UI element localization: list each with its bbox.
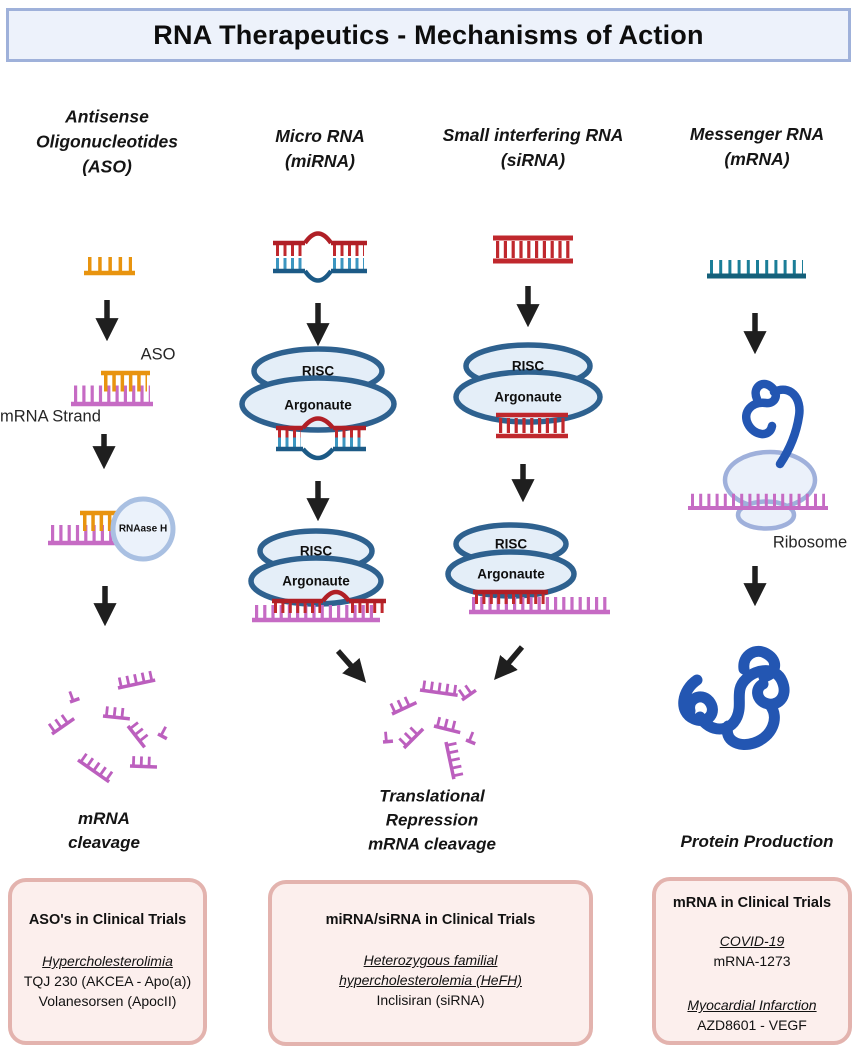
page-title: RNA Therapeutics - Mechanisms of Action: [153, 19, 704, 50]
argonaute-oval: [239, 375, 397, 433]
sirna-risc-complex-loaded: [453, 342, 603, 439]
column-header-sirna: Small interfering RNA (siRNA): [442, 125, 624, 170]
aso-label: ASO: [140, 345, 176, 364]
ribosome-complex: [688, 379, 828, 531]
argonaute-label: Argonaute: [282, 573, 350, 589]
disease-name: Hypercholesterolimia: [42, 953, 173, 969]
risc-label: RISC: [299, 543, 333, 559]
box-section: Hypercholesterolimia TQJ 230 (AKCEA - Ap…: [12, 951, 203, 1011]
drug-name: mRNA-1273: [713, 953, 791, 969]
argonaute-oval: [453, 369, 603, 425]
ribosome-label: Ribosome: [772, 533, 848, 552]
rnaase-h-label: RNAase H: [118, 523, 168, 535]
mrna-clinical-box: mRNA in Clinical Trials COVID-19 mRNA-12…: [652, 877, 852, 1045]
mrna-fragments-center: [382, 680, 478, 780]
argonaute-oval: [445, 549, 577, 599]
box-title: mRNA in Clinical Trials: [672, 895, 832, 911]
argonaute-label: Argonaute: [477, 566, 545, 582]
mirna-risc-complex-loaded: [239, 346, 397, 461]
aso-mrna-duplex: [71, 370, 153, 407]
disease-name: Heterozygous familial hypercholesterolem…: [339, 952, 522, 988]
sirna-duplex: [493, 235, 573, 264]
mrna-fragments-aso: [47, 670, 170, 784]
box-title: ASO's in Clinical Trials: [28, 912, 187, 928]
column-header-mirna: Micro RNA (miRNA): [275, 126, 365, 171]
argonaute-label: Argonaute: [494, 389, 562, 405]
mirna-risc-complex-target: [248, 528, 386, 623]
risc-label: RISC: [511, 358, 545, 374]
protein-squiggle: [678, 645, 790, 750]
disease-name: Myocardial Infarction: [687, 997, 817, 1013]
arrow-diagonal-icon: [335, 649, 367, 683]
title-bar: RNA Therapeutics - Mechanisms of Action: [6, 8, 851, 62]
aso-clinical-box: ASO's in Clinical Trials Hypercholestero…: [8, 878, 207, 1045]
rnaase-h-enzyme: [110, 496, 176, 562]
box-section: Heterozygous familial hypercholesterolem…: [272, 950, 589, 1010]
column-header-aso: Antisense Oligonucleotides (ASO): [36, 106, 178, 177]
drug-name: TQJ 230 (AKCEA - Apo(a)): [23, 973, 192, 989]
sirna-risc-complex-target: [445, 522, 610, 615]
caption-mrna-cleavage: mRNA cleavage: [68, 809, 140, 852]
arrow-diagonal-icon: [494, 645, 525, 681]
column-header-mrna: Messenger RNA (mRNA): [689, 124, 825, 169]
risc-label: RISC: [494, 536, 528, 552]
box-section: Myocardial Infarction AZD8601 - VEGF: [656, 995, 848, 1035]
mirna-sirna-clinical-box: miRNA/siRNA in Clinical Trials Heterozyg…: [268, 880, 593, 1046]
drug-name: Volanesorsen (ApocII): [38, 993, 177, 1009]
mrna-strand-label: mRNA Strand: [0, 407, 101, 426]
caption-translational-repression: Translational Repression mRNA cleavage: [368, 786, 496, 853]
argonaute-label: Argonaute: [284, 397, 352, 413]
box-section: COVID-19 mRNA-1273: [656, 931, 848, 971]
disease-name: COVID-19: [719, 933, 785, 949]
aso-rnaase-complex: [48, 496, 176, 562]
drug-name: Inclisiran (siRNA): [376, 992, 485, 1008]
box-title: miRNA/siRNA in Clinical Trials: [325, 912, 536, 928]
caption-protein-production: Protein Production: [680, 832, 834, 852]
nascent-protein-squiggle: [742, 379, 804, 469]
risc-label: RISC: [301, 363, 335, 379]
aso-strand: [84, 257, 135, 276]
mirna-hairpin: [273, 231, 367, 283]
mrna-strand-teal: [707, 260, 806, 279]
drug-name: AZD8601 - VEGF: [697, 1017, 807, 1033]
argonaute-oval: [248, 555, 384, 607]
